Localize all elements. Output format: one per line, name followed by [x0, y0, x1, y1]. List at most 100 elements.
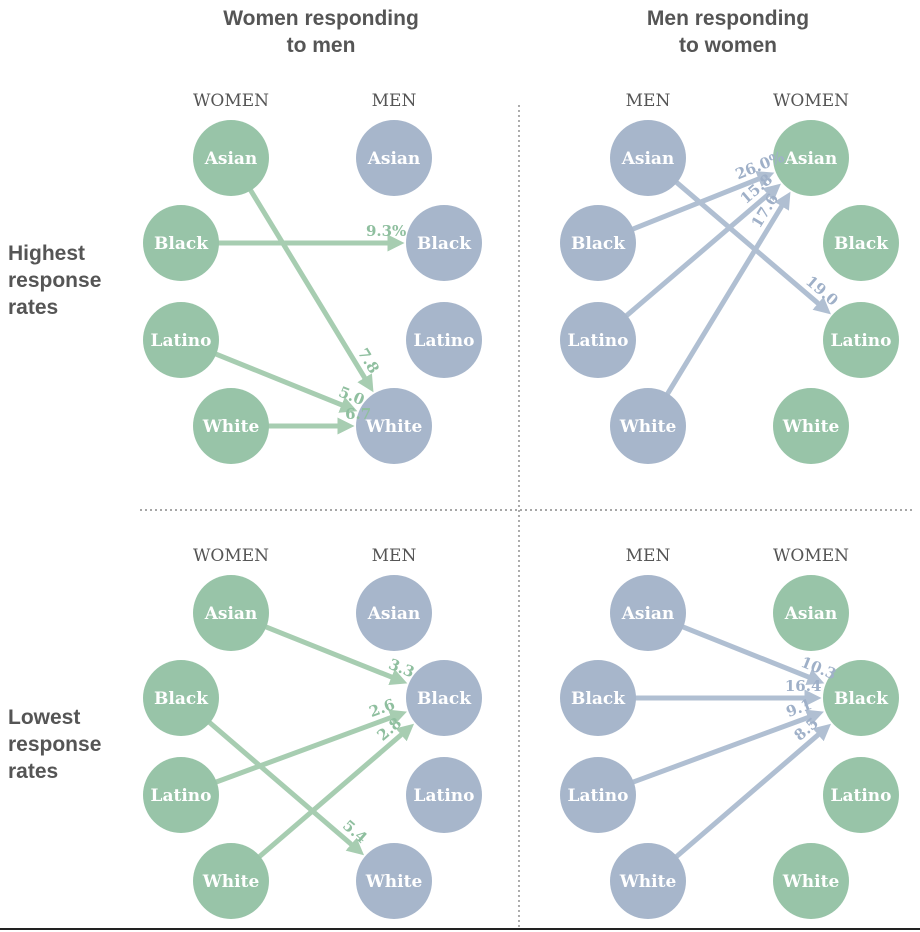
link-arrow-latino-to-white	[211, 350, 358, 413]
node-label: Black	[417, 234, 472, 254]
column-header-responders: MEN	[626, 546, 671, 566]
link-arrow-black-to-white	[205, 718, 365, 856]
node-label: Black	[571, 689, 626, 709]
node-label: White	[202, 417, 260, 437]
node-label: White	[619, 872, 677, 892]
node-label: Latino	[568, 786, 629, 806]
link-arrow-latino-to-asian	[622, 183, 781, 320]
link-arrow-asian-to-latino	[672, 178, 831, 315]
link-arrow-asian-to-white	[246, 185, 374, 393]
node-target-black	[406, 660, 482, 736]
node-target-latino	[823, 757, 899, 833]
node-label: White	[782, 417, 840, 437]
row-label-bottom-line3: rates	[8, 760, 58, 783]
link-arrow-white-to-black	[255, 723, 415, 861]
node-label: White	[619, 417, 677, 437]
link-arrow-white-to-asian	[663, 191, 791, 399]
node-target-latino	[406, 302, 482, 378]
column-header-targets: WOMEN	[773, 546, 849, 566]
node-responder-latino	[560, 757, 636, 833]
node-label: Asian	[784, 149, 838, 169]
node-responder-latino	[560, 302, 636, 378]
row-label-top-line3: rates	[8, 296, 58, 319]
node-label: Latino	[151, 786, 212, 806]
node-label: Asian	[621, 604, 675, 624]
link-arrow-asian-to-black	[261, 623, 408, 685]
column-header-targets: WOMEN	[773, 91, 849, 111]
node-responder-latino	[143, 302, 219, 378]
node-label: Black	[834, 689, 889, 709]
node-label: White	[365, 417, 423, 437]
header-right-line1: Men responding	[647, 7, 809, 30]
row-label-top-line1: Highest	[8, 242, 85, 265]
node-target-asian	[773, 575, 849, 651]
node-label: Asian	[621, 149, 675, 169]
node-label: White	[782, 872, 840, 892]
column-header-targets: MEN	[372, 91, 417, 111]
node-responder-black	[143, 660, 219, 736]
column-header-targets: MEN	[372, 546, 417, 566]
node-label: Black	[417, 689, 472, 709]
header-right-line2: to women	[679, 34, 777, 57]
node-responder-white	[193, 388, 269, 464]
node-target-white	[356, 388, 432, 464]
node-responder-asian	[193, 575, 269, 651]
link-group	[205, 623, 415, 861]
header-left-line1: Women responding	[223, 7, 419, 30]
node-responder-white	[193, 843, 269, 919]
column-header-responders: WOMEN	[193, 546, 269, 566]
node-responder-black	[560, 205, 636, 281]
node-target-latino	[406, 757, 482, 833]
node-label: Latino	[151, 331, 212, 351]
link-value-label: 5.4	[339, 816, 371, 847]
node-label: Black	[834, 234, 889, 254]
link-arrow-latino-to-black	[629, 709, 824, 786]
node-responder-black	[560, 660, 636, 736]
node-label: Asian	[367, 149, 421, 169]
link-group	[629, 623, 832, 861]
row-label-top-line2: response	[8, 269, 101, 292]
node-target-black	[823, 205, 899, 281]
node-target-black	[406, 205, 482, 281]
node-target-white	[356, 843, 432, 919]
node-responder-latino	[143, 757, 219, 833]
link-arrow-asian-to-black	[678, 623, 825, 685]
link-arrow-latino-to-black	[212, 709, 407, 786]
node-label: Asian	[204, 149, 258, 169]
header-left-line2: to men	[287, 34, 356, 57]
link-value-label: 16.4	[785, 677, 822, 695]
link-group	[211, 185, 405, 435]
node-label: Latino	[568, 331, 629, 351]
node-target-white	[773, 843, 849, 919]
node-target-asian	[773, 120, 849, 196]
column-header-responders: WOMEN	[193, 91, 269, 111]
link-value-label: 6.7	[345, 405, 371, 423]
link-group	[622, 171, 831, 399]
node-label: Asian	[367, 604, 421, 624]
value-label-group: 3.32.62.85.4	[339, 655, 417, 847]
row-label-bottom-line2: response	[8, 733, 101, 756]
row-label-bottom-line1: Lowest	[8, 706, 80, 729]
node-responder-asian	[193, 120, 269, 196]
node-target-black	[823, 660, 899, 736]
node-label: White	[202, 872, 260, 892]
node-responder-asian	[610, 120, 686, 196]
node-responder-asian	[610, 575, 686, 651]
node-target-asian	[356, 120, 432, 196]
value-label-group: 26.0%15.817.619.0	[733, 148, 842, 310]
node-responder-black	[143, 205, 219, 281]
node-label: Latino	[831, 786, 892, 806]
node-label: Asian	[784, 604, 838, 624]
node-label: Latino	[831, 331, 892, 351]
node-responder-white	[610, 843, 686, 919]
node-target-asian	[356, 575, 432, 651]
node-responder-white	[610, 388, 686, 464]
link-value-label: 9.3%	[366, 222, 406, 240]
